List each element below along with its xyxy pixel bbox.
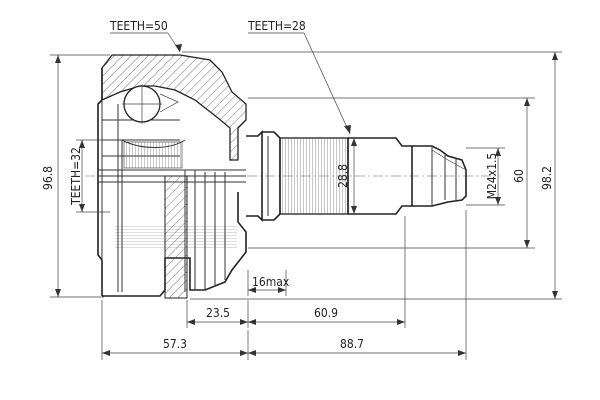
dim-16max: 16max [247,270,290,296]
dim-abs-diameter: 98.2 [182,51,562,300]
label-teeth-50: TEETH=50 [109,19,168,33]
dim-row-2: 57.3 88.7 [101,210,467,360]
label-23-5: 23.5 [206,306,230,320]
dim-spline-diameter: 28.8 [336,138,357,214]
label-16max: 16max [252,275,290,289]
label-28-8: 28.8 [336,164,350,188]
label-60: 60 [512,169,526,183]
outer-housing [97,54,247,297]
dim-row-1: 23.5 60.9 [186,216,406,328]
abs-ring [115,175,237,299]
label-98-2: 98.2 [540,166,554,190]
label-60-9: 60.9 [314,306,338,320]
label-teeth-50-group: TEETH=50 [109,19,182,53]
label-88-7: 88.7 [340,337,364,351]
dim-seal-diameter: 60 [248,97,535,249]
dim-overall-height: 96.8 [41,54,110,298]
shaft [246,130,467,222]
label-96-8: 96.8 [41,166,55,190]
label-thread: M24x1.5 [485,153,499,200]
label-teeth-32: TEETH=32 [69,147,83,206]
ball [122,84,179,124]
label-57-3: 57.3 [163,337,187,351]
dim-thread: M24x1.5 [466,147,505,206]
label-teeth-28-group: TEETH=28 [247,19,351,135]
label-teeth-28: TEETH=28 [247,19,306,33]
dim-teeth-inner: TEETH=32 [69,139,110,213]
